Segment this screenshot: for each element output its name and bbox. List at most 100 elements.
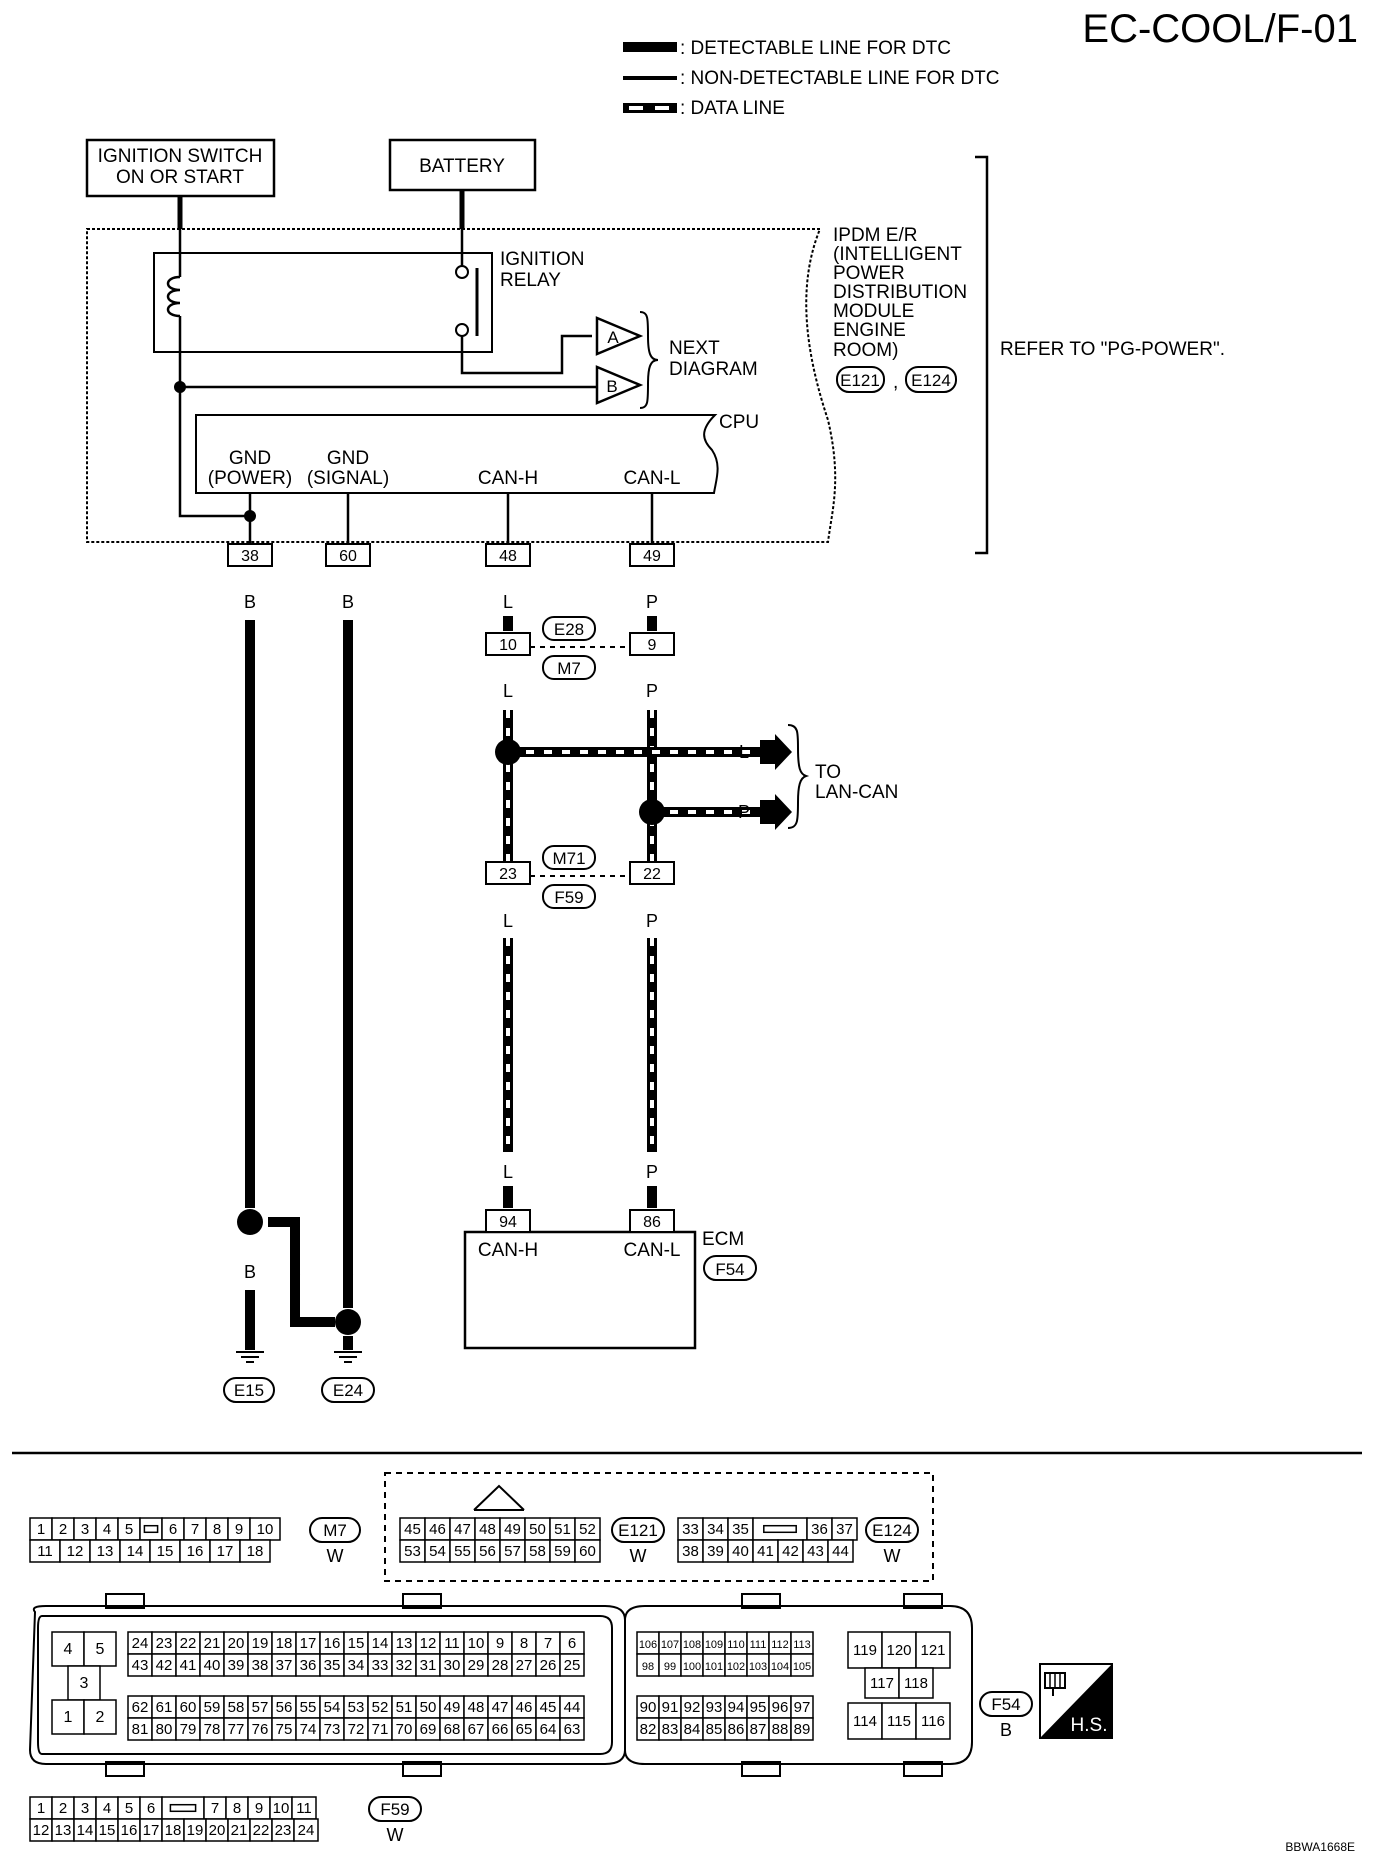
- pin-label: 1: [37, 1521, 45, 1538]
- pin-label: 81: [132, 1721, 149, 1738]
- pin-label: 52: [579, 1521, 596, 1538]
- pin-label: 68: [444, 1721, 461, 1738]
- ground-junction-right: [335, 1309, 361, 1335]
- ipdm-connector-e124: E124: [911, 371, 951, 390]
- pin-label: 17: [143, 1822, 160, 1839]
- terminal-60: 60: [325, 543, 371, 567]
- pin-label: 24: [132, 1635, 149, 1652]
- pin-cell: [790, 1717, 814, 1741]
- pin-label: 69: [420, 1721, 437, 1738]
- pin-label: 38: [252, 1657, 269, 1674]
- ipdm-label-3: POWER: [833, 263, 905, 284]
- wire-color-38: B: [244, 592, 256, 612]
- lan-can-brace: [787, 724, 810, 829]
- pin-label: 23: [156, 1635, 173, 1652]
- pin-label: 61: [156, 1699, 173, 1716]
- pin-label: 27: [516, 1657, 533, 1674]
- pin-label: 102: [727, 1661, 745, 1673]
- pin-label: 26: [540, 1657, 557, 1674]
- pin-label: 63: [564, 1721, 581, 1738]
- ignition-switch-box: IGNITION SWITCH ON OR START: [85, 138, 276, 198]
- pin-label: 49: [444, 1699, 461, 1716]
- pin-label: 51: [396, 1699, 413, 1716]
- pin-label: 45: [540, 1699, 557, 1716]
- terminal-23-label: 23: [499, 866, 517, 883]
- connector-m71-badge: [542, 845, 596, 870]
- wire-color-9: P: [646, 681, 658, 701]
- pin-label: 58: [529, 1543, 546, 1560]
- pin-label: 19: [187, 1822, 204, 1839]
- pin-label: 30: [444, 1657, 461, 1674]
- pin-label: 98: [642, 1661, 654, 1673]
- face-f59-id-label: F59: [380, 1800, 409, 1819]
- ground-e15-badge: [223, 1377, 275, 1403]
- pin-label: 56: [276, 1699, 293, 1716]
- pin-label: 55: [300, 1699, 317, 1716]
- pin-cell: [83, 1699, 117, 1735]
- wire-color-23: L: [503, 911, 513, 931]
- pin-label: 21: [204, 1635, 221, 1652]
- face-f59-color: W: [387, 1825, 404, 1845]
- pin-label: 12: [33, 1822, 50, 1839]
- pin-label: 42: [782, 1543, 799, 1560]
- ground-symbol-e24-icon: [334, 1351, 362, 1363]
- pin-label: 77: [228, 1721, 245, 1738]
- pin-label: 104: [771, 1661, 789, 1673]
- ipdm-connector-separator: ,: [893, 372, 898, 393]
- ecm-label: ECM: [702, 1229, 744, 1250]
- wire-color-49: P: [646, 592, 658, 612]
- connector-m71-f59: 23 22 M71 F59: [485, 845, 675, 909]
- face-m7-color: W: [327, 1546, 344, 1566]
- wire-color-ground-c: B: [342, 1262, 354, 1282]
- lan-can-p-label: P: [738, 802, 750, 822]
- pin-cell: [161, 1796, 205, 1820]
- pin-label: 15: [157, 1543, 174, 1560]
- connector-face-f59-id: F59 W: [368, 1796, 422, 1845]
- terminal-23: [485, 861, 531, 885]
- can-h-junction: [495, 739, 521, 765]
- pin-label: 114: [853, 1713, 877, 1730]
- pin-label: 20: [228, 1635, 245, 1652]
- ground-symbol-e15-icon: [236, 1351, 264, 1363]
- terminal-10: [485, 632, 531, 656]
- terminal-94: [485, 1209, 531, 1233]
- connector-e28-m7: 10 9 E28 M7: [485, 616, 675, 680]
- pin-label: 10: [257, 1521, 274, 1538]
- pin-label: 113: [793, 1639, 811, 1651]
- terminal-94-label: 94: [499, 1214, 517, 1231]
- pin-label: 73: [324, 1721, 341, 1738]
- pin-label: 24: [298, 1822, 315, 1839]
- pin-label: 90: [640, 1699, 657, 1716]
- pin-cell: [790, 1653, 814, 1677]
- face-e121-id-label: E121: [618, 1521, 658, 1540]
- pin-label: 3: [81, 1800, 89, 1817]
- terminal-49: 49: [629, 543, 675, 567]
- pin-label: 18: [247, 1543, 264, 1560]
- lan-can-label1: TO: [815, 762, 841, 783]
- face-f54-id-label: F54: [991, 1695, 1020, 1714]
- pin-label: 40: [732, 1543, 749, 1560]
- pin-key-icon: [763, 1524, 797, 1534]
- pin-label: 32: [396, 1657, 413, 1674]
- pin-label: 16: [121, 1822, 138, 1839]
- pin-label: 76: [252, 1721, 269, 1738]
- pin-label: 7: [191, 1521, 199, 1538]
- ipdm-connector-e124-badge: [905, 366, 957, 393]
- pin-label: 12: [420, 1635, 437, 1652]
- pin-label: 33: [372, 1657, 389, 1674]
- pin-label: 4: [64, 1641, 73, 1658]
- ipdm-module-outline: [86, 228, 837, 543]
- pin-label: 41: [180, 1657, 197, 1674]
- pin-label: 20: [209, 1822, 226, 1839]
- terminal-49-label: 49: [643, 548, 661, 565]
- pin-label: 121: [920, 1642, 945, 1659]
- pin-label: 5: [96, 1641, 105, 1658]
- pin-label: 54: [429, 1543, 446, 1560]
- pin-label: 101: [705, 1661, 723, 1673]
- pin-label: 37: [276, 1657, 293, 1674]
- figure-code: BBWA1668E: [1285, 1840, 1355, 1854]
- lan-can-l-label: L: [739, 742, 749, 762]
- pin-label: 56: [479, 1543, 496, 1560]
- pin-label: 36: [300, 1657, 317, 1674]
